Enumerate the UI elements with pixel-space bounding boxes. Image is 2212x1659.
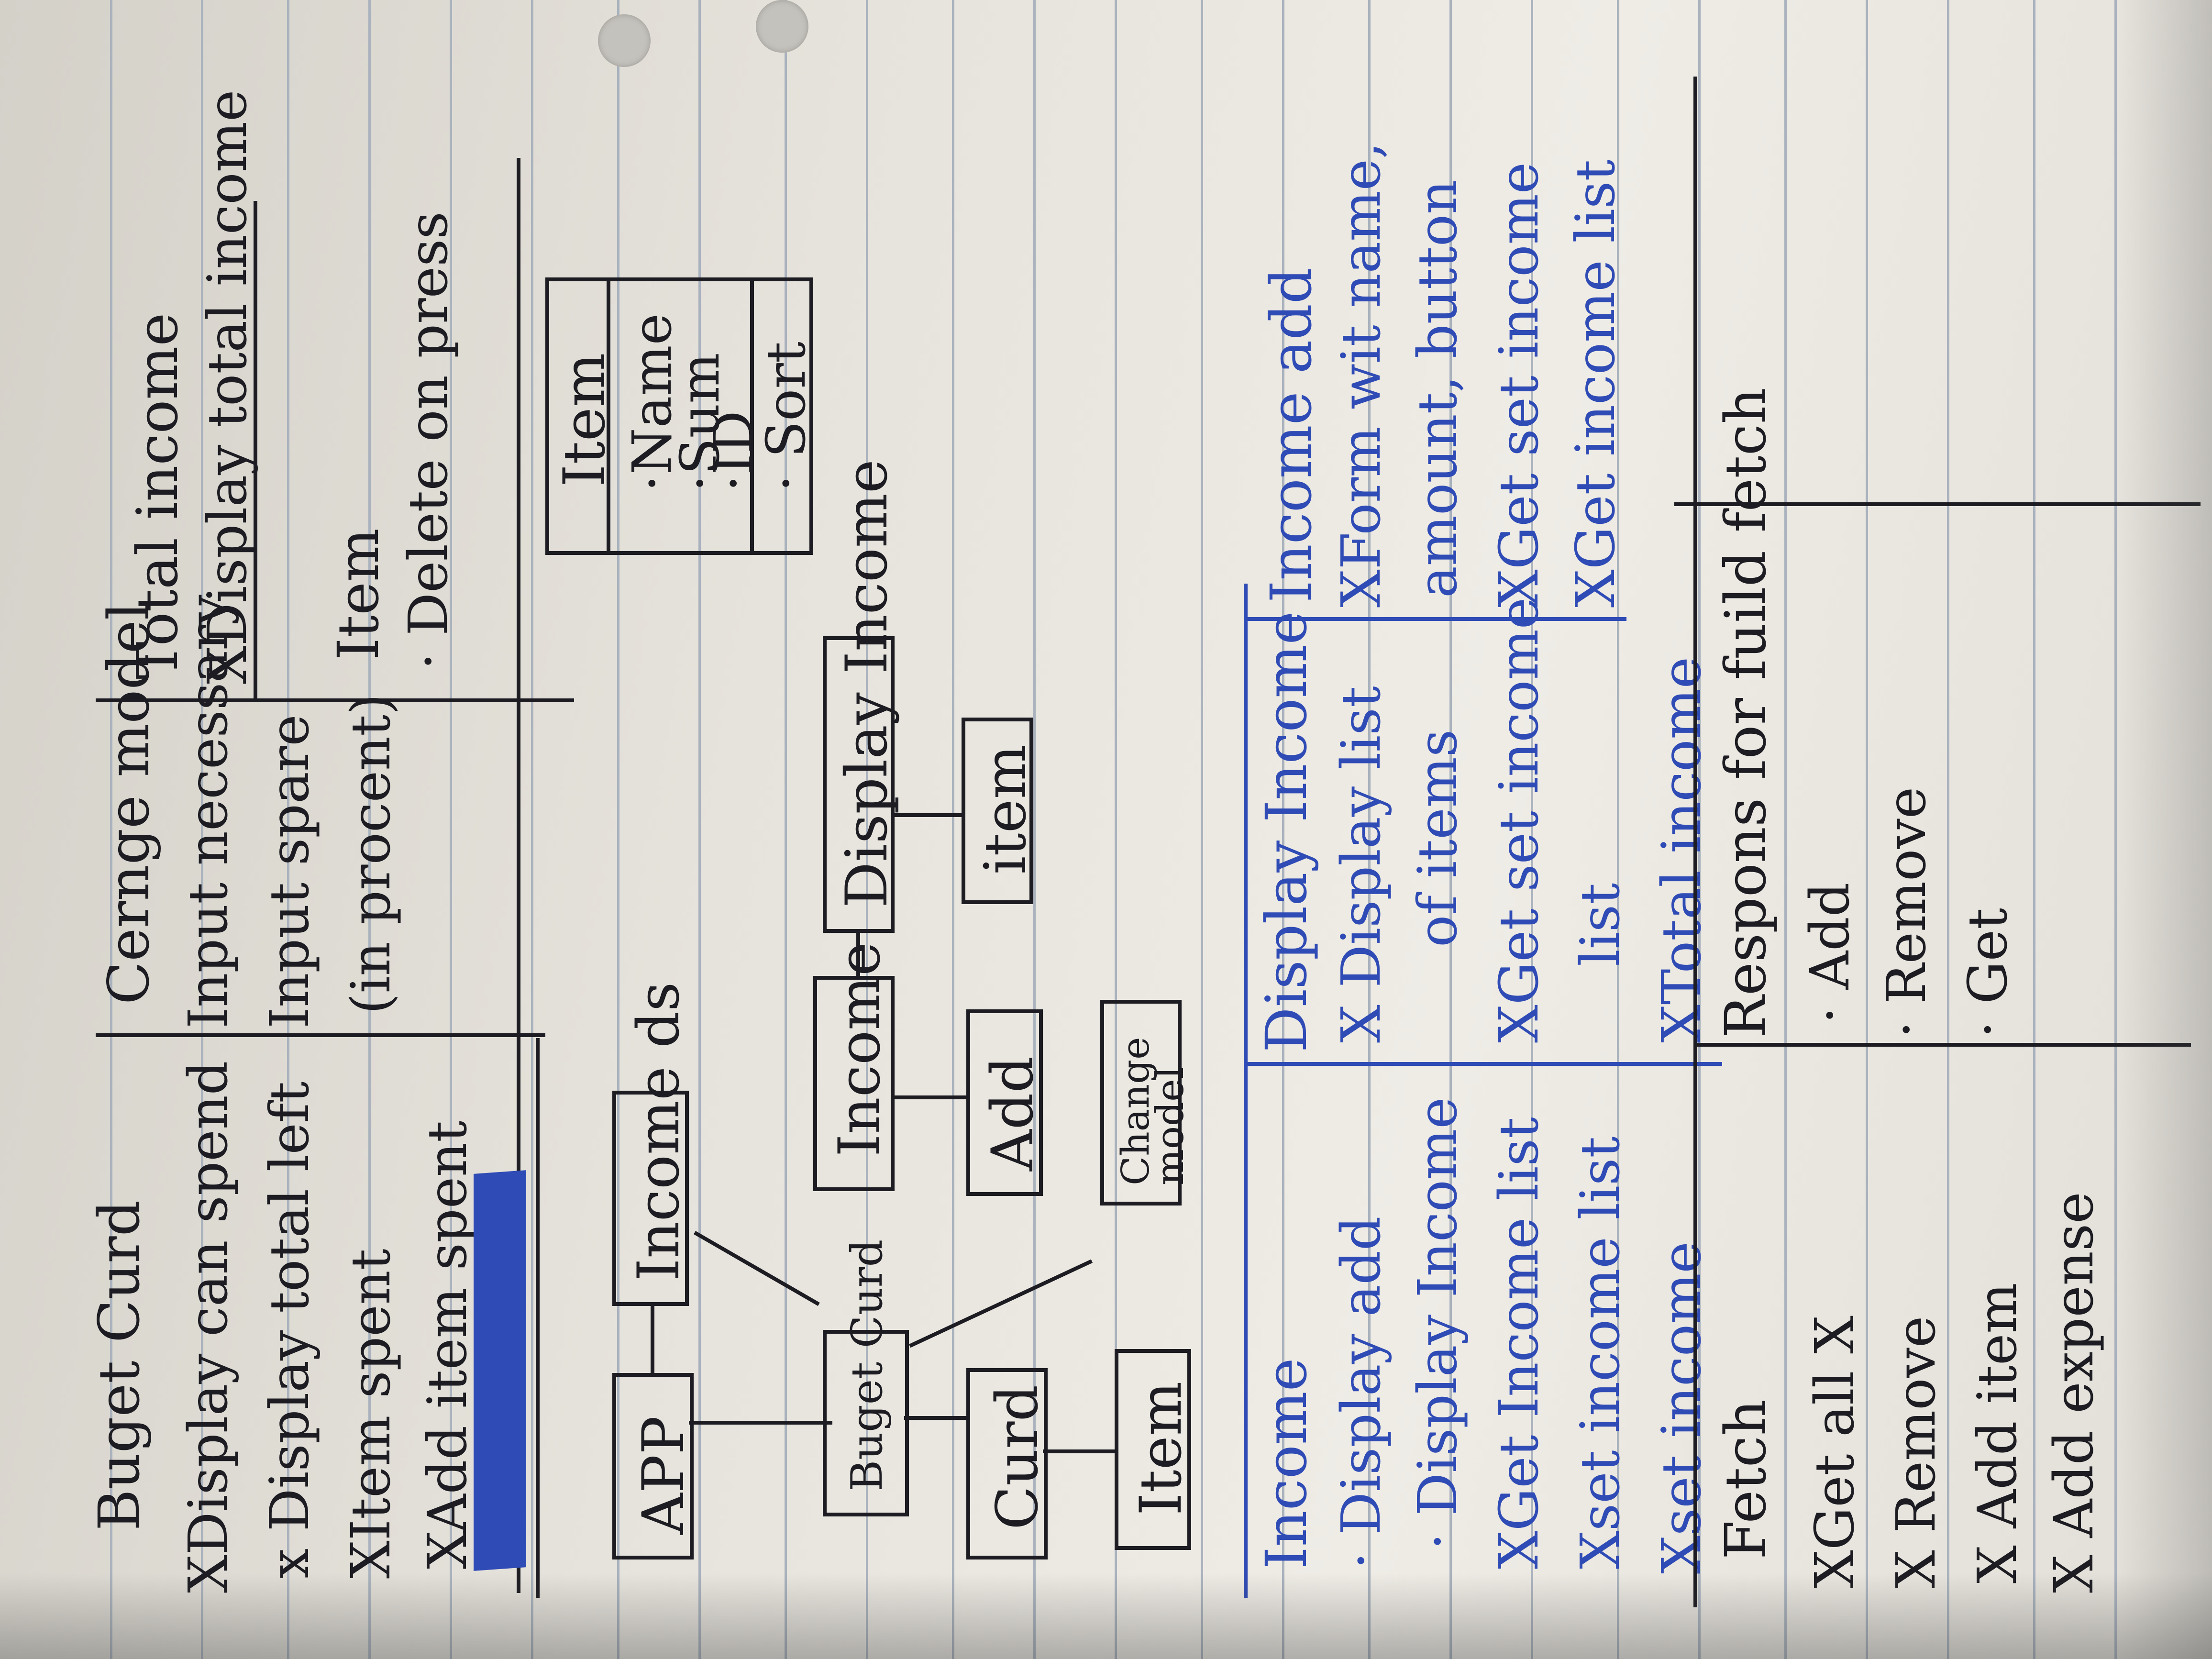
diagram-box-display-income: Display Income — [823, 459, 900, 933]
fetch-line: X Add item — [1967, 1283, 2029, 1583]
income-add-line: amount, button — [1407, 179, 1469, 598]
diagram-box-add: Add — [966, 1009, 1046, 1196]
change-model-line: (in procent) — [340, 694, 402, 1014]
box-label: Curd — [984, 1384, 1051, 1530]
scribble — [474, 1170, 526, 1571]
income-line: XGet Income list — [1488, 1117, 1550, 1569]
display-income-line: list — [1570, 883, 1632, 966]
income-add-line: XGet income list — [1565, 159, 1627, 608]
data-item-box: Item ·Name ·Sum ·ID · Sort — [545, 277, 818, 555]
budget-card-line: XItem spent — [340, 1249, 402, 1579]
display-income-title: Display Income — [1253, 611, 1319, 1052]
item-card-title: Item — [325, 528, 391, 660]
item-card-line: · Delete on press — [398, 211, 460, 670]
display-income-line: XGet set income — [1488, 597, 1550, 1043]
display-income-line: XTotal income — [1651, 657, 1713, 1043]
box-label: Item — [1128, 1381, 1194, 1515]
data-item-title: Item — [552, 353, 618, 487]
diagram-box-income: Income — [813, 942, 895, 1191]
budget-card-line: XAdd item spent — [417, 1120, 479, 1569]
income-add-line: XForm wit name, — [1330, 142, 1393, 608]
page-edge-shadow — [2116, 0, 2212, 1659]
box-label: Buget Curd — [842, 1239, 892, 1492]
budget-card-line: x Display total left — [259, 1081, 321, 1579]
box-label: APP — [630, 1416, 697, 1535]
display-income-line: of items — [1407, 729, 1469, 947]
fetch-line: X Remove — [1885, 1316, 1947, 1588]
change-model-line: Input spare — [259, 714, 321, 1029]
fetch-title: Fetch — [1713, 1399, 1779, 1559]
respons-line: · Get — [1957, 908, 2019, 1038]
income-line: Xset income list — [1570, 1136, 1632, 1569]
income-line: Xset income — [1651, 1241, 1713, 1574]
fetch-line: XGet all X — [1804, 1316, 1866, 1588]
data-item-field: · Sort — [755, 342, 818, 492]
box-label: item — [973, 744, 1039, 874]
diagram-box-item-sub: item — [962, 718, 1039, 904]
budget-card-line: XDisplay can spend — [177, 1061, 240, 1593]
income-line: · Display Income — [1407, 1097, 1469, 1550]
punch-hole — [598, 14, 651, 67]
box-label: Income ds — [626, 982, 692, 1282]
income-add-line: XGet set income — [1488, 162, 1550, 608]
respons-title: Respons for fuild fetch — [1713, 387, 1779, 1038]
budget-card-title: Buget Curd — [86, 1200, 152, 1531]
diagram-box-item: Item — [1115, 1349, 1194, 1550]
income-line: · Display add — [1330, 1216, 1393, 1569]
box-label: Change model — [1113, 1037, 1192, 1185]
diagram-box-card: Curd — [966, 1368, 1051, 1559]
diagram-box-app: APP — [612, 1373, 697, 1559]
page-bottom-shadow — [0, 1573, 2212, 1659]
box-label: Income — [827, 942, 893, 1157]
income-title: Income — [1253, 1358, 1319, 1569]
punch-hole — [756, 0, 808, 53]
diagram-box-income-ds: Income ds — [612, 982, 692, 1306]
diagram-box-budget-card: Buget Curd — [823, 1239, 909, 1516]
total-income-title: Total income — [124, 312, 190, 679]
respons-line: · Remove — [1876, 787, 1938, 1038]
data-item-field: ·ID — [703, 410, 765, 492]
display-income-line: X Display list — [1330, 686, 1393, 1043]
respons-line: · Add — [1799, 882, 1861, 1024]
box-label: Add — [980, 1056, 1046, 1171]
income-add-title: Income add — [1258, 267, 1324, 603]
total-income-line: XDisplay total income — [197, 89, 259, 684]
fetch-line: X Add expense — [2043, 1192, 2105, 1593]
box-label: Display Income — [834, 459, 900, 908]
diagram-box-change-model: Change model — [1100, 1000, 1192, 1206]
